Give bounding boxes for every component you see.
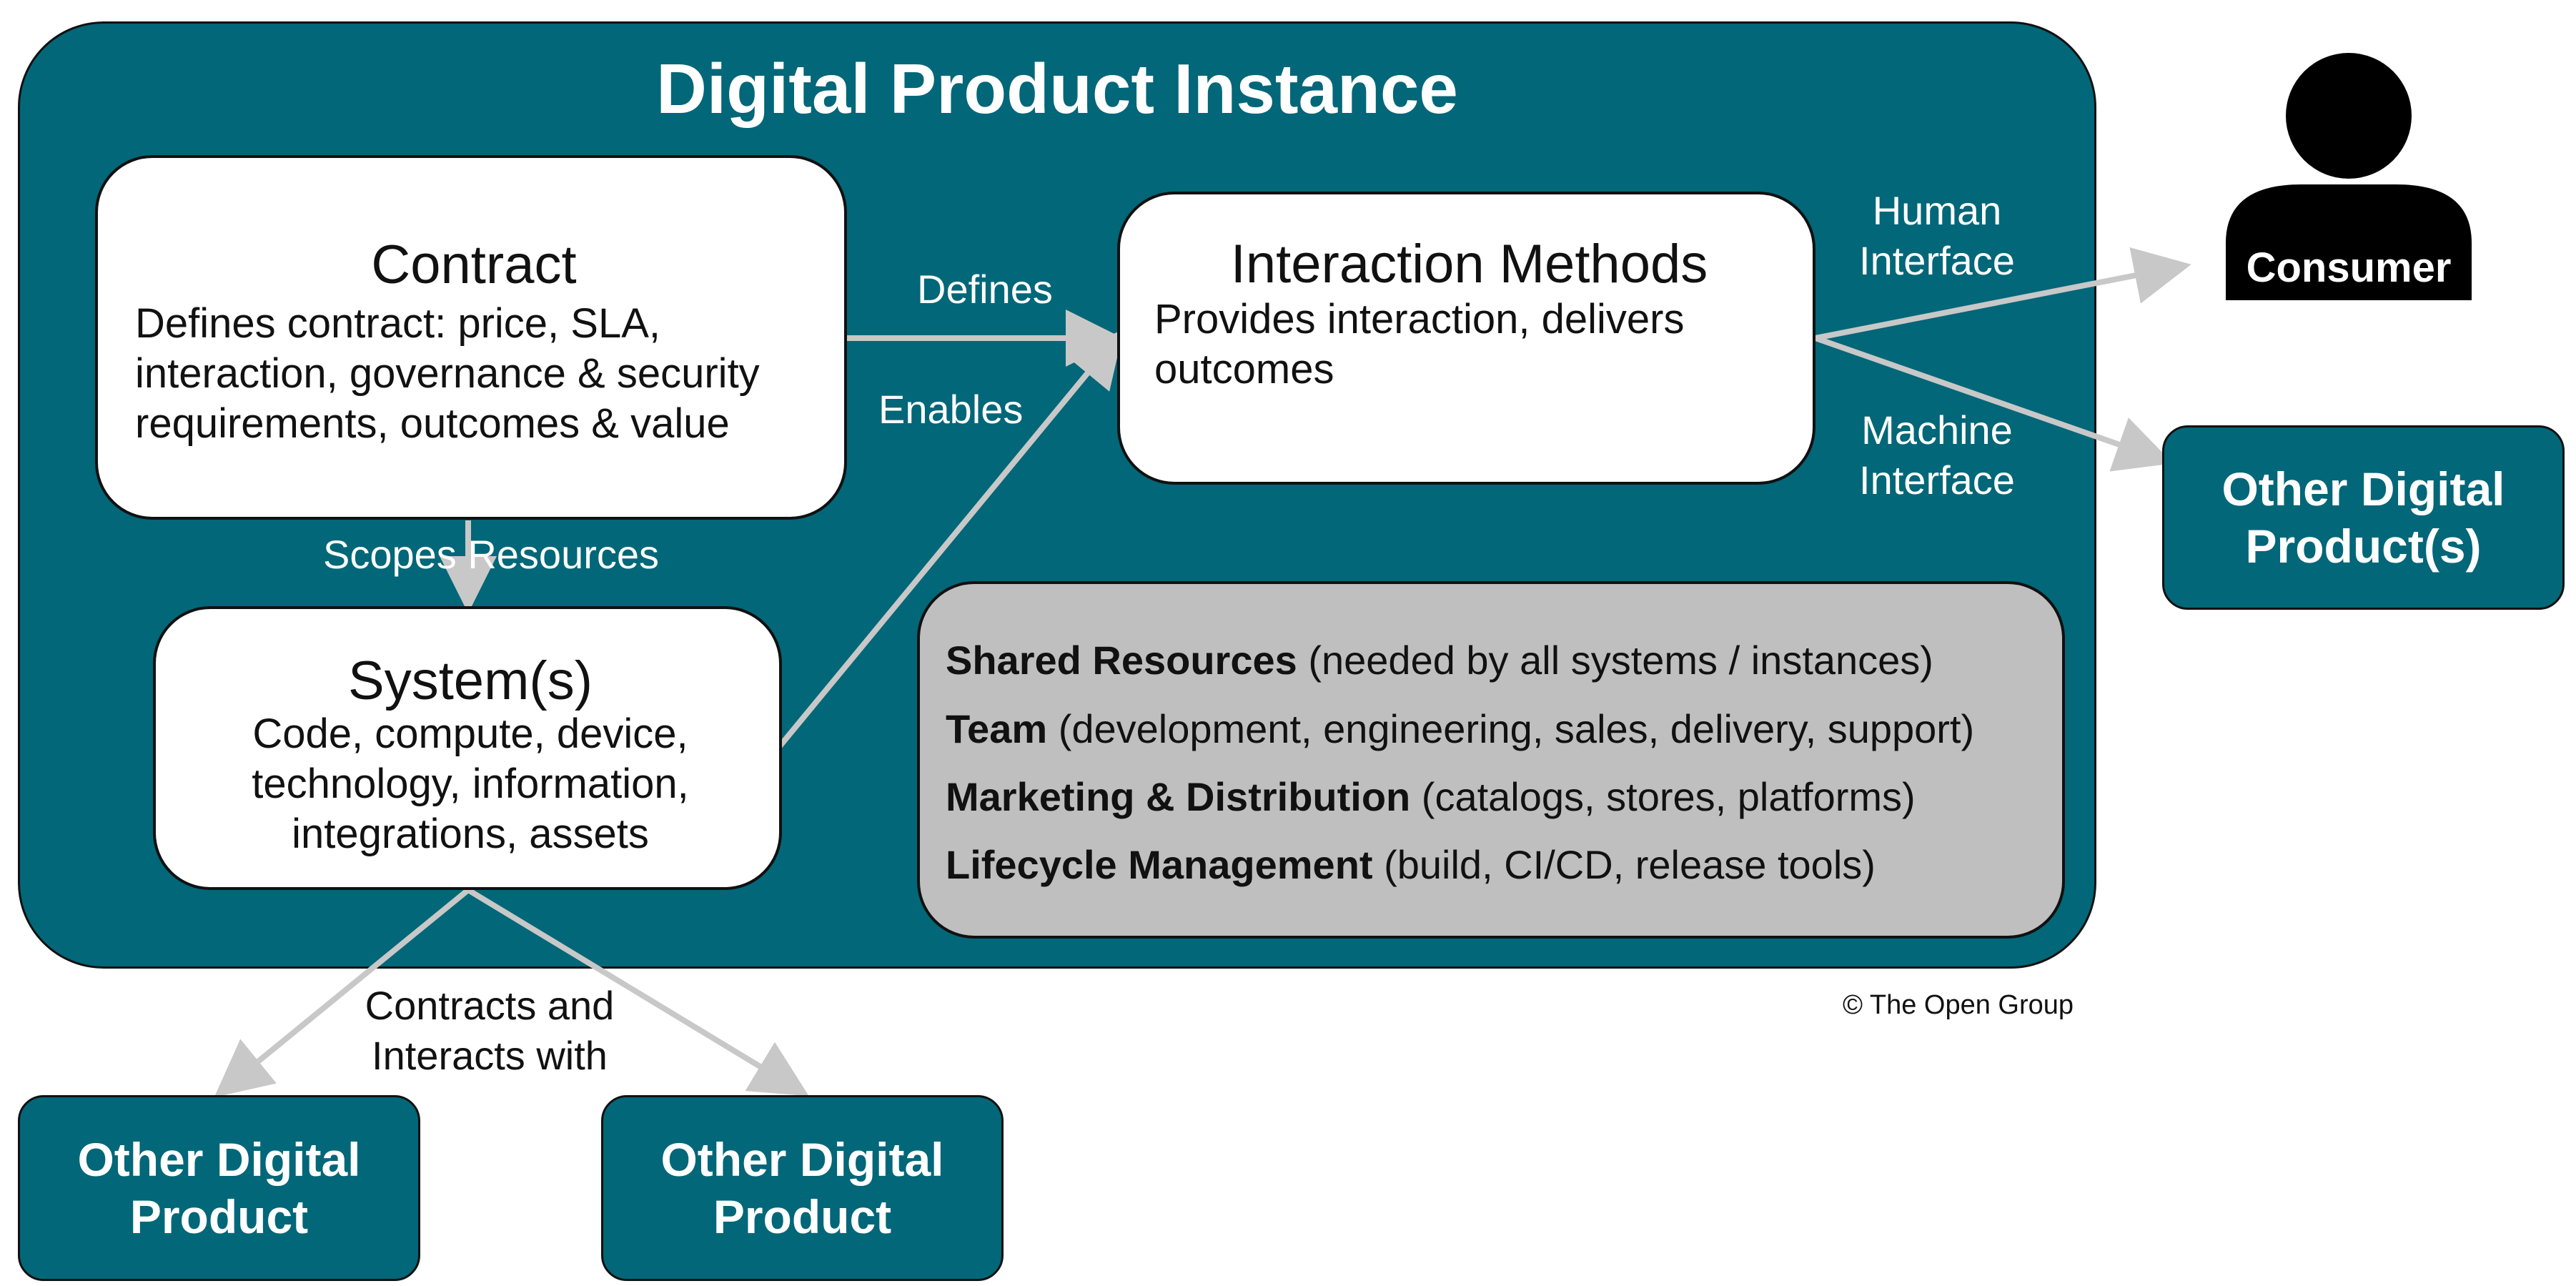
interaction-methods-body: Provides interaction, delivers outcomes xyxy=(1154,295,1812,395)
systems-body-line: Code, compute, device, xyxy=(252,711,688,757)
interaction-methods-box: Interaction Methods Provides interaction… xyxy=(1117,192,1815,485)
team-detail: (development, engineering, sales, delive… xyxy=(1047,706,1975,751)
consumer-label: Consumer xyxy=(2246,244,2452,291)
team-line: Team (development, engineering, sales, d… xyxy=(946,704,1974,754)
interaction-body-line: outcomes xyxy=(1154,346,1334,392)
interaction-methods-title: Interaction Methods xyxy=(1230,234,1708,295)
contract-body: Defines contract: price, SLA, interactio… xyxy=(135,299,843,449)
arrow-enables xyxy=(776,329,1124,749)
systems-title: System(s) xyxy=(348,651,593,711)
lifecycle-management-label: Lifecycle Management xyxy=(946,842,1373,887)
other-digital-product-bottom-mid: Other Digital Product xyxy=(601,1095,1004,1281)
systems-body: Code, compute, device, technology, infor… xyxy=(156,709,785,859)
contract-body-line: Defines contract: price, SLA, xyxy=(135,300,660,347)
other-digital-product-bottom-left: Other Digital Product xyxy=(18,1095,420,1281)
contracts-interacts-line: Interacts with xyxy=(372,1033,608,1078)
other-digital-product-bottom-mid-line: Product xyxy=(713,1190,892,1243)
human-interface-line: Interface xyxy=(1859,238,2015,283)
arrow-machine-interface xyxy=(1814,335,2174,472)
shared-resources-detail: (needed by all systems / instances) xyxy=(1297,638,1933,683)
shared-resources-line: Shared Resources (needed by all systems … xyxy=(946,635,1933,686)
systems-body-line: technology, information, xyxy=(252,761,689,807)
machine-interface-line: Interface xyxy=(1859,457,2015,503)
lifecycle-management-line: Lifecycle Management (build, CI/CD, rele… xyxy=(946,840,1876,890)
systems-box: System(s) Code, compute, device, technol… xyxy=(153,606,782,890)
contracts-interacts-line: Contracts and xyxy=(365,983,615,1028)
marketing-distribution-detail: (catalogs, stores, platforms) xyxy=(1410,774,1916,819)
arrow-contracts-right xyxy=(466,887,809,1097)
diagram-title: Digital Product Instance xyxy=(656,49,1458,128)
human-interface-line: Human xyxy=(1872,188,2002,233)
team-label: Team xyxy=(946,706,1048,751)
systems-body-line: integrations, assets xyxy=(292,811,649,857)
arrow-contracts-left xyxy=(214,887,470,1098)
marketing-distribution-line: Marketing & Distribution (catalogs, stor… xyxy=(946,772,1916,822)
other-digital-products-right: Other Digital Product(s) xyxy=(2162,425,2565,610)
copyright-notice: © The Open Group xyxy=(1843,990,2074,1020)
other-digital-product-bottom-mid-line: Other Digital xyxy=(660,1133,944,1186)
arrow-human-interface xyxy=(1815,247,2191,341)
shared-resources-label: Shared Resources xyxy=(946,638,1297,683)
contract-title: Contract xyxy=(371,234,577,295)
contracts-interacts-label: Contracts and Interacts with xyxy=(329,981,650,1081)
scopes-resources-label: Scopes Resources xyxy=(323,532,660,577)
enables-label: Enables xyxy=(878,387,1024,432)
defines-label: Defines xyxy=(917,267,1053,312)
human-interface-label: Human Interface xyxy=(1830,186,2044,286)
machine-interface-line: Machine xyxy=(1861,407,2013,452)
contract-body-line: interaction, governance & security xyxy=(135,350,760,397)
lifecycle-management-detail: (build, CI/CD, release tools) xyxy=(1372,842,1876,887)
contract-box: Contract Defines contract: price, SLA, i… xyxy=(95,155,847,520)
person-icon xyxy=(2226,53,2472,300)
other-digital-product-bottom-left-line: Other Digital xyxy=(77,1133,361,1186)
machine-interface-label: Machine Interface xyxy=(1830,405,2044,505)
marketing-distribution-label: Marketing & Distribution xyxy=(946,774,1411,819)
other-digital-products-right-line: Product(s) xyxy=(2245,520,2482,573)
shared-resources-box: Shared Resources (needed by all systems … xyxy=(917,581,2065,939)
other-digital-product-bottom-left-line: Product xyxy=(129,1190,309,1243)
other-digital-products-right-line: Other Digital xyxy=(2221,463,2505,515)
interaction-body-line: Provides interaction, delivers xyxy=(1154,296,1685,342)
contract-body-line: requirements, outcomes & value xyxy=(135,400,730,447)
